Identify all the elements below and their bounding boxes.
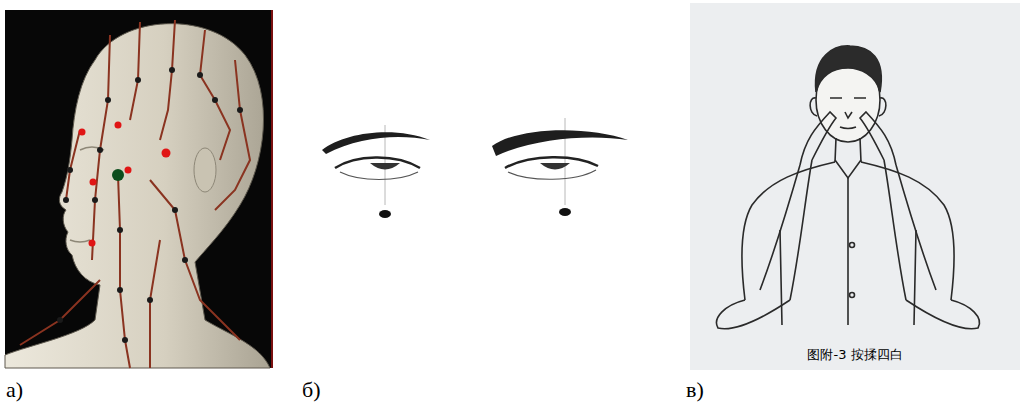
eye-sketch xyxy=(322,118,628,218)
figure-caption: 图附-3 按揉四白 xyxy=(804,346,905,364)
massage-illustration xyxy=(690,3,1020,370)
panel-letter: в) xyxy=(686,378,704,402)
panel-letter: б) xyxy=(302,378,321,402)
acupuncture-model xyxy=(5,10,272,368)
panel-letter: а) xyxy=(6,378,23,402)
